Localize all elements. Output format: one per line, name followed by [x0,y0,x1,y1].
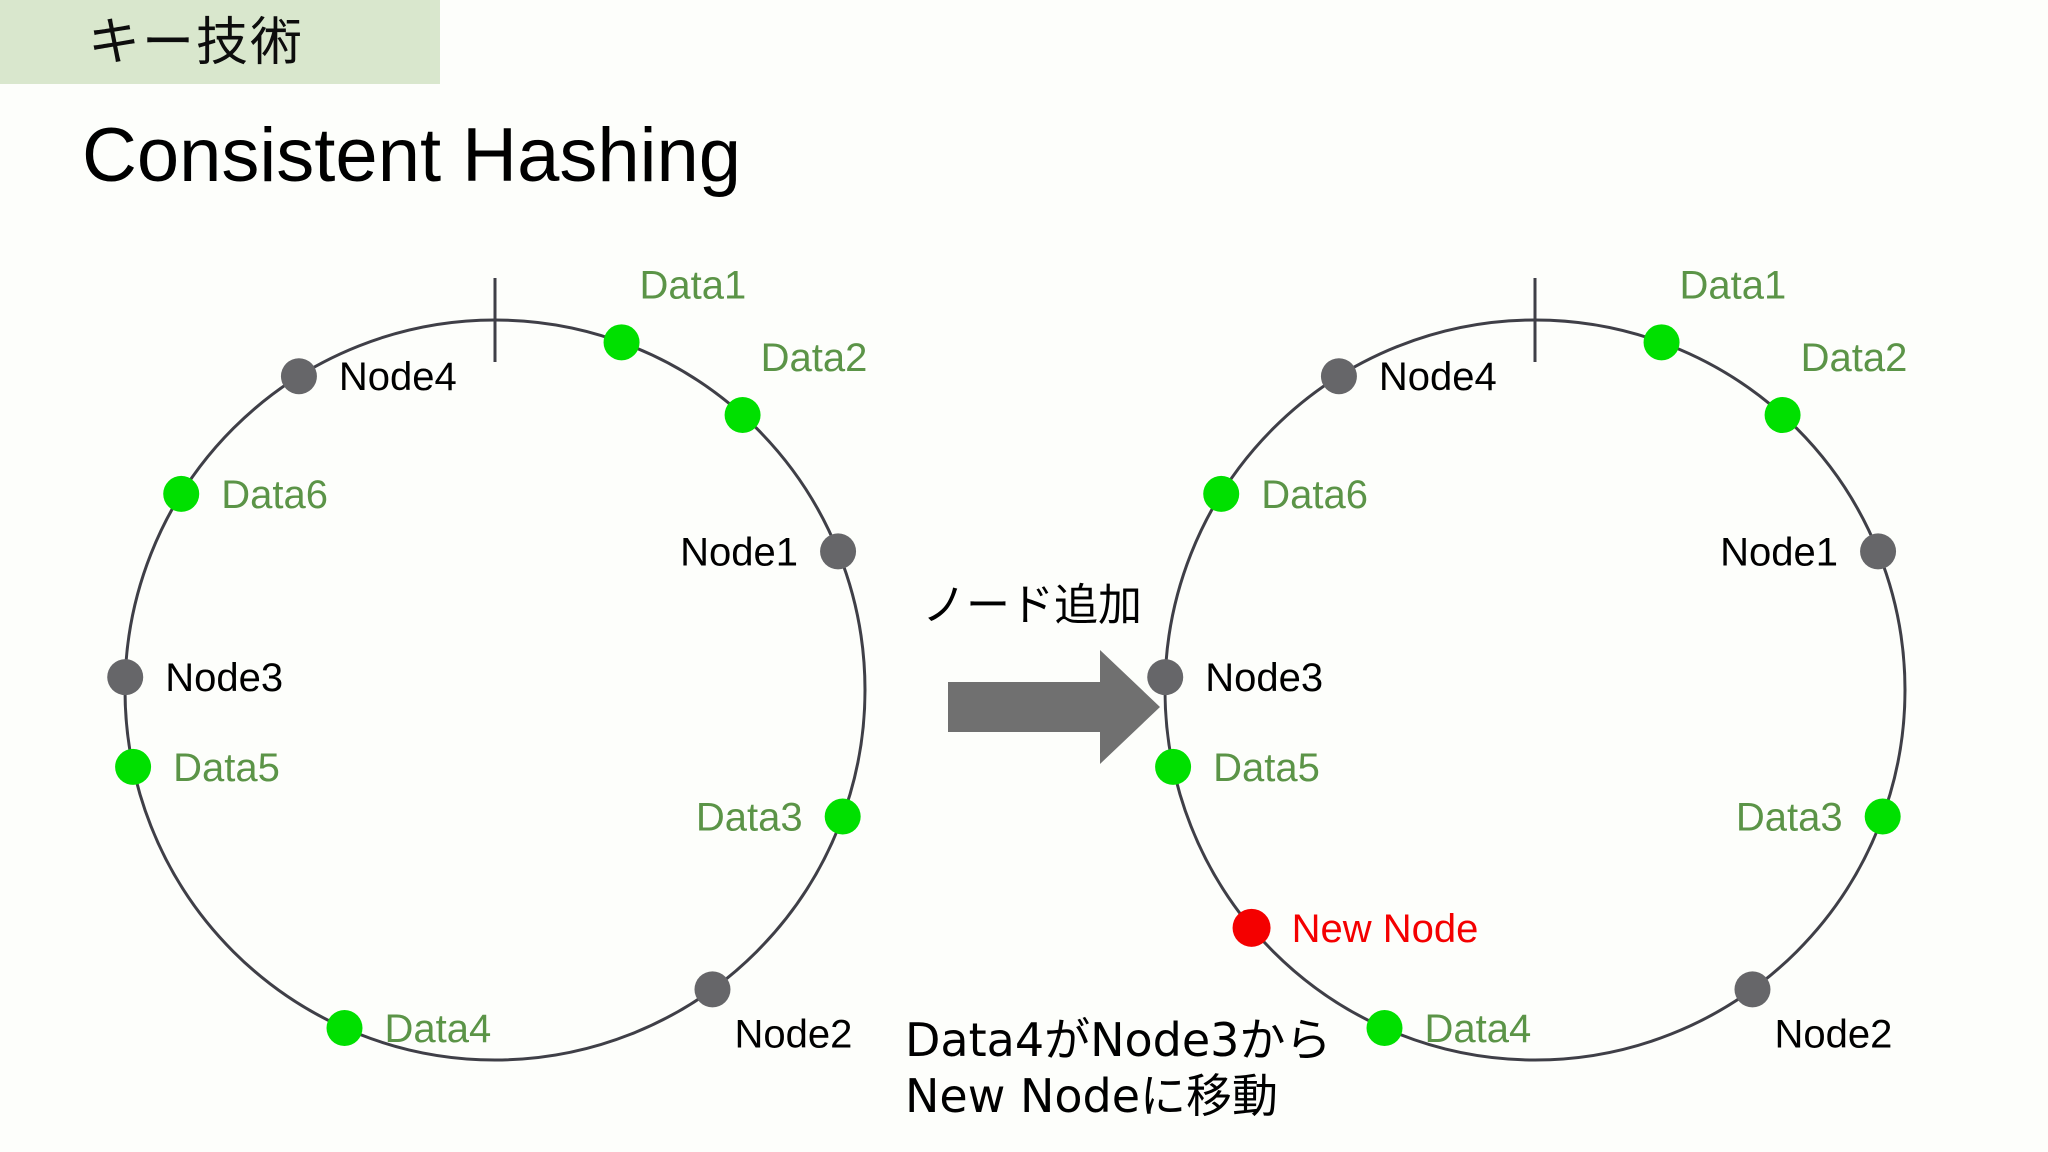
data-point-label: Data1 [640,263,747,307]
node-dot[interactable] [1147,659,1184,696]
node-dot[interactable] [107,659,144,696]
node-label: Node3 [1205,656,1323,700]
data-point-dot[interactable] [326,1010,363,1047]
caption-move-line2: New Nodeに移動 [905,1069,1279,1123]
data-point-label: Data6 [1261,473,1368,517]
data-point-dot[interactable] [603,324,640,361]
node-dot[interactable] [1860,533,1897,570]
node-label: Node4 [1379,355,1497,399]
node-label: Node1 [680,530,798,574]
node-label: Node2 [734,1012,852,1056]
node-label: Node2 [1774,1012,1892,1056]
data-point-label: Data5 [173,746,280,790]
data-point-dot[interactable] [1155,748,1192,785]
data-point-dot[interactable] [1864,798,1901,835]
node-dot[interactable] [694,971,731,1008]
new-node-dot[interactable] [1232,908,1271,947]
caption-move-line1: Data4がNode3から [905,1013,1332,1067]
node-dot[interactable] [820,533,857,570]
data-point-dot[interactable] [163,475,200,512]
node-dot[interactable] [1734,971,1771,1008]
data-point-dot[interactable] [724,397,761,434]
data-point-dot[interactable] [1203,475,1240,512]
node-dot[interactable] [1320,358,1357,395]
data-point-label: Data6 [221,473,328,517]
node-label: Node3 [165,656,283,700]
data-point-dot[interactable] [1643,324,1680,361]
section-tag-label: キー技術 [88,13,305,73]
data-point-label: Data3 [696,796,803,840]
data-point-label: Data4 [385,1007,492,1051]
data-point-label: Data5 [1213,746,1320,790]
node-label: Node4 [339,355,457,399]
new-node-label: New Node [1292,907,1479,951]
data-point-label: Data4 [1425,1007,1532,1051]
data-point-label: Data3 [1736,796,1843,840]
data-point-label: Data2 [1801,336,1908,380]
data-point-label: Data1 [1680,263,1787,307]
node-dot[interactable] [280,358,317,395]
node-label: Node1 [1720,530,1838,574]
data-point-dot[interactable] [1764,397,1801,434]
header-band [0,0,440,84]
data-point-dot[interactable] [1366,1010,1403,1047]
data-point-dot[interactable] [115,748,152,785]
transition-arrow [948,650,1160,764]
data-point-label: Data2 [761,336,868,380]
page-title: Consistent Hashing [82,113,742,198]
caption-add-node: ノード追加 [922,580,1142,631]
right-arrow-icon [948,650,1160,764]
data-point-dot[interactable] [824,798,861,835]
caption-move-explanation: Data4がNode3から New Nodeに移動 [905,1012,1331,1124]
